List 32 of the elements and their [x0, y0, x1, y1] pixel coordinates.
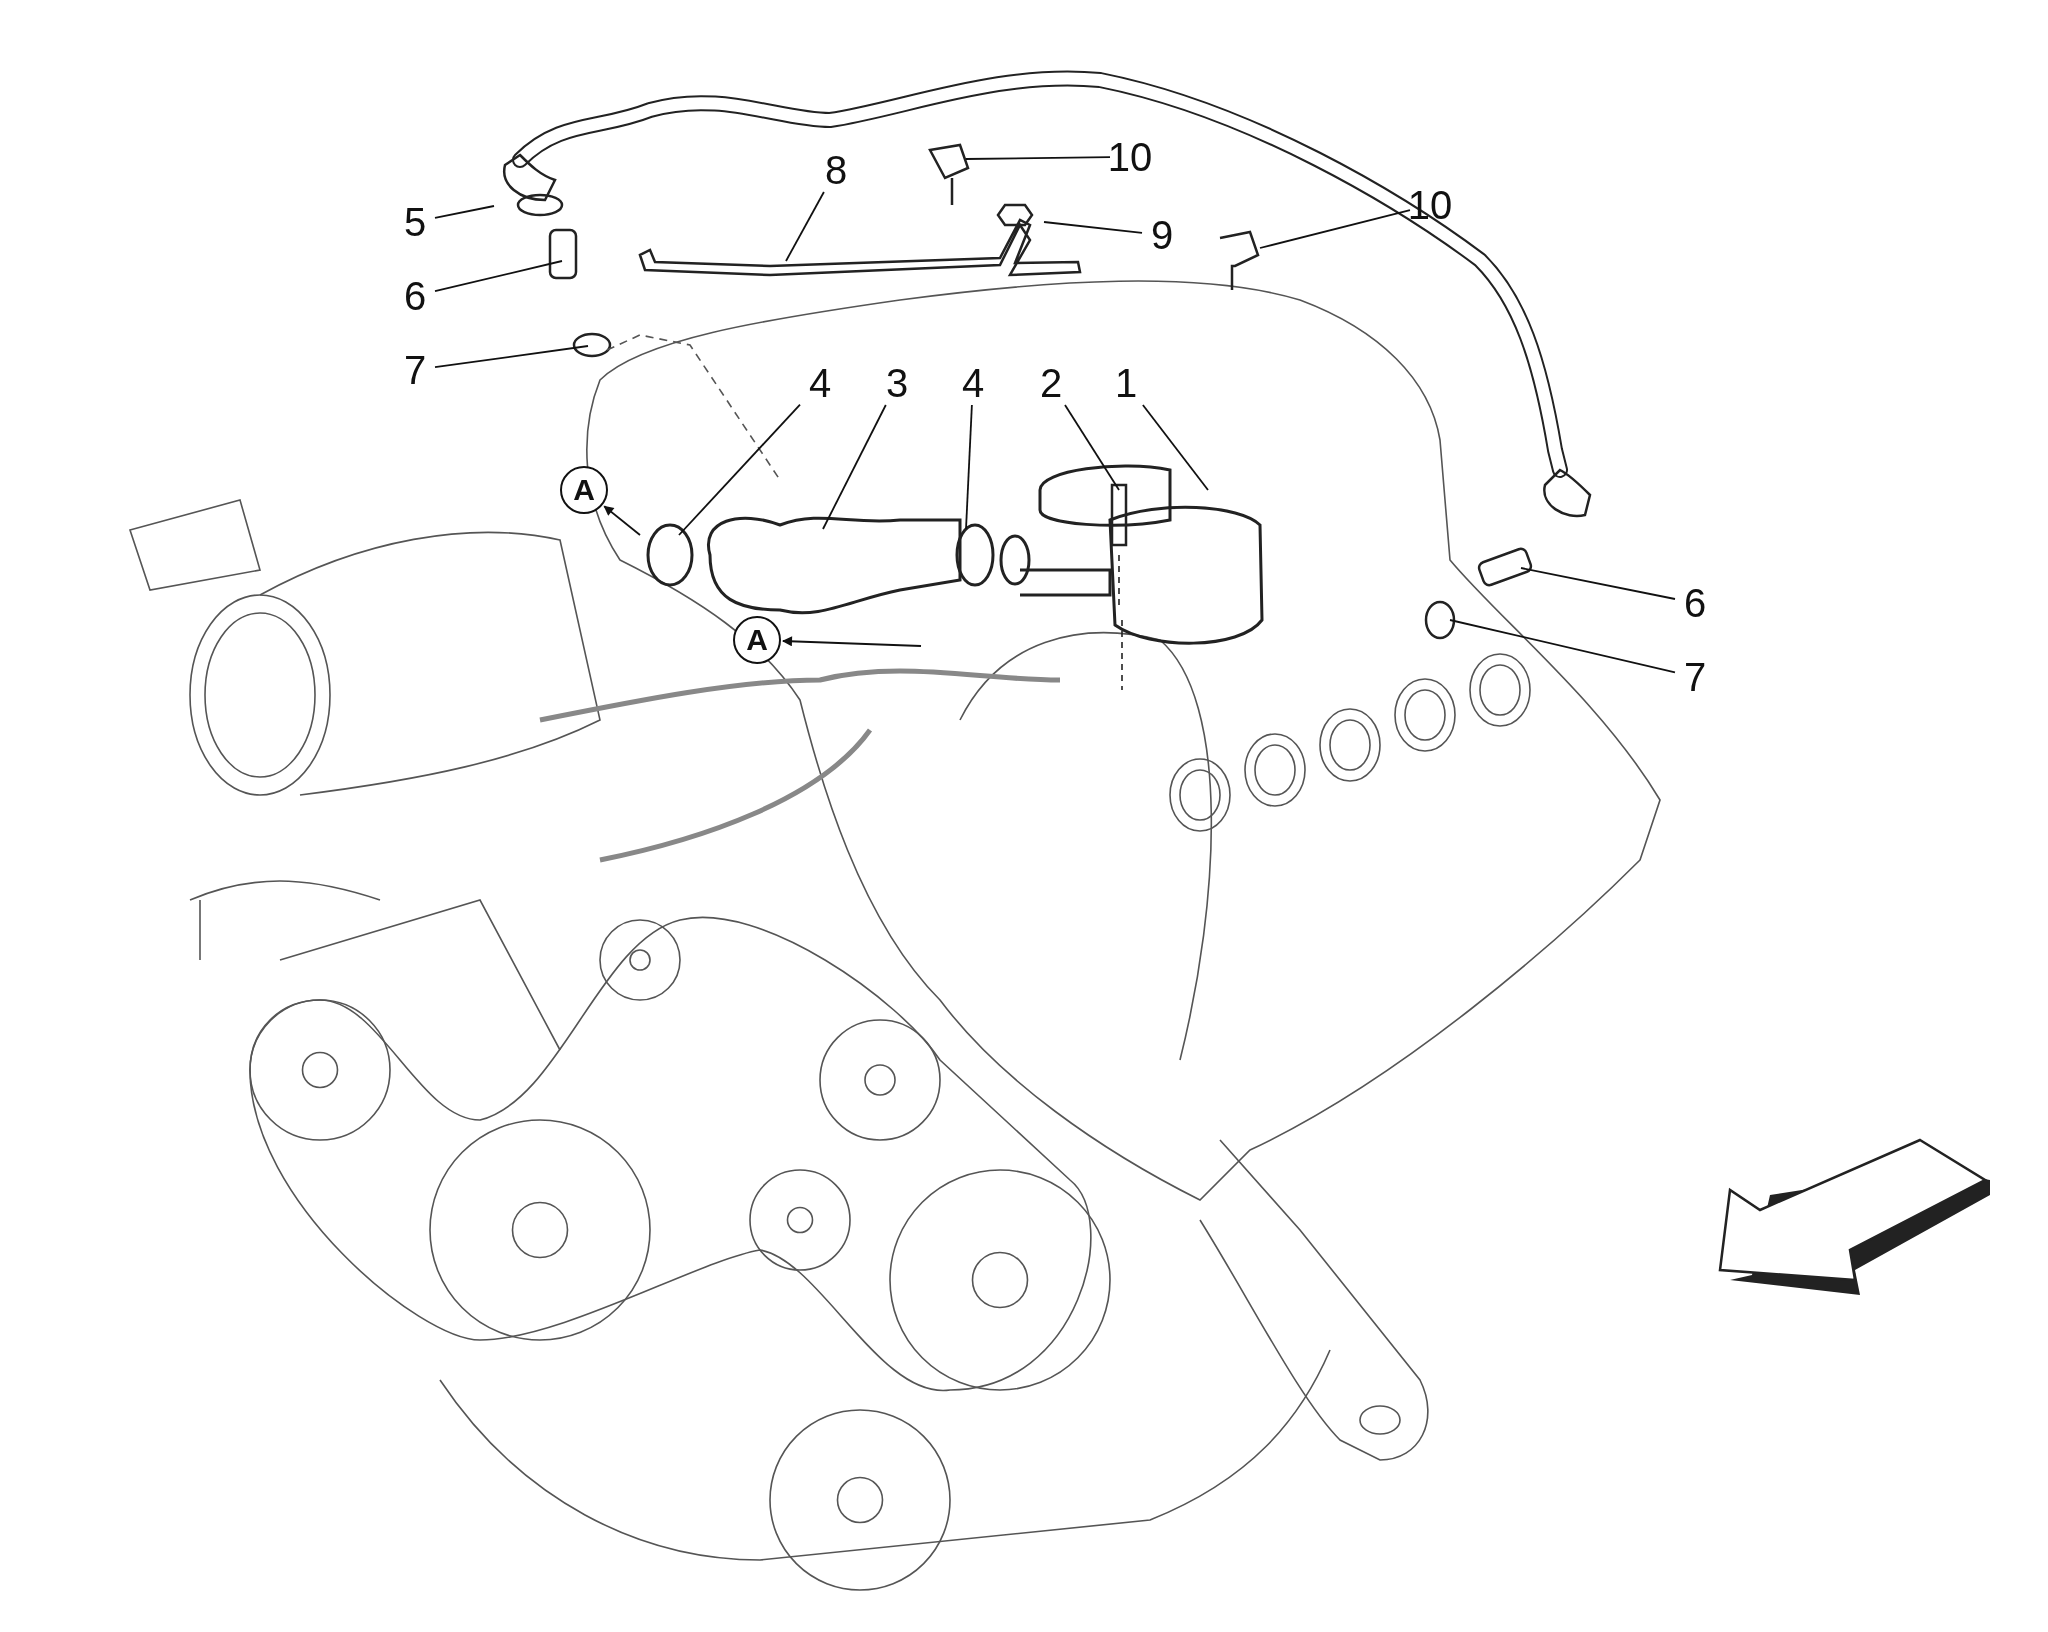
leader-line — [1449, 619, 1676, 674]
leader-line — [1142, 404, 1209, 491]
callout-number: 6 — [1669, 579, 1721, 627]
arrow — [603, 505, 641, 536]
reference-marker: A — [560, 466, 608, 514]
leader-line — [785, 191, 825, 262]
leader-line — [1043, 221, 1143, 234]
callout-number: 2 — [1025, 359, 1077, 407]
callout-number: 7 — [389, 346, 441, 394]
leader-line — [1259, 209, 1411, 249]
leader-line — [1520, 567, 1676, 600]
leader-line — [434, 345, 589, 369]
callout-number: 9 — [1136, 211, 1188, 259]
arrow — [782, 636, 922, 647]
callout-number: 8 — [810, 146, 862, 194]
leader-line — [434, 260, 563, 293]
reference-marker: A — [733, 616, 781, 664]
callout-number: 3 — [871, 359, 923, 407]
callout-number: 5 — [389, 198, 441, 246]
callout-number: 6 — [389, 272, 441, 320]
leader-line — [965, 156, 1111, 160]
leader-line — [1064, 404, 1120, 491]
callout-number: 4 — [947, 359, 999, 407]
callout-number: 1 — [1100, 359, 1152, 407]
leader-line — [678, 403, 801, 536]
callout-number: 10 — [1104, 133, 1156, 181]
callout-number: 10 — [1404, 181, 1456, 229]
leader-line — [822, 404, 887, 530]
callout-number: 4 — [794, 359, 846, 407]
leader-line — [965, 404, 973, 530]
leader-line — [434, 205, 495, 219]
callout-number: 7 — [1669, 653, 1721, 701]
